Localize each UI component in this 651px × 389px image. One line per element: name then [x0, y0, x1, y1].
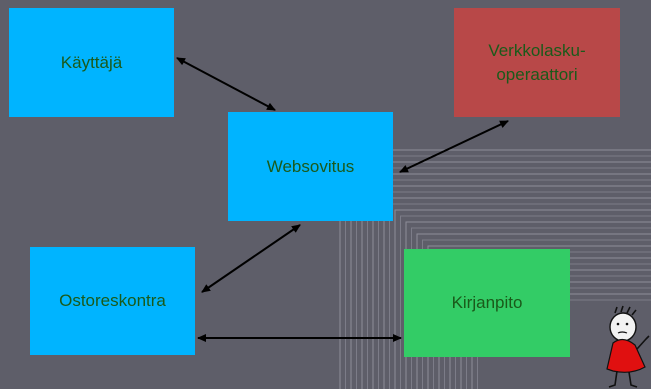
node-accounting[interactable]: Kirjanpito: [404, 249, 570, 357]
arrow-web-operator: [399, 120, 509, 173]
arrow-user-web: [176, 57, 276, 111]
node-user-label: Käyttäjä: [60, 52, 123, 72]
node-accounting-label: Kirjanpito: [451, 293, 523, 312]
arrow-web-ledger: [201, 224, 301, 293]
node-user[interactable]: Käyttäjä: [9, 8, 174, 117]
node-purchase-ledger[interactable]: Ostoreskontra: [30, 247, 195, 355]
node-web-application[interactable]: Websovitus: [228, 112, 393, 221]
node-e-invoice-operator[interactable]: Verkkolasku- operaattori: [454, 8, 620, 117]
pattern-line: [394, 209, 651, 389]
pattern-line: [400, 215, 651, 389]
node-web-label: Websovitus: [266, 156, 355, 176]
node-operator-label: Verkkolasku- operaattori: [488, 40, 586, 84]
node-ledger-label: Ostoreskontra: [59, 291, 166, 310]
mascot-icon: [606, 305, 650, 388]
